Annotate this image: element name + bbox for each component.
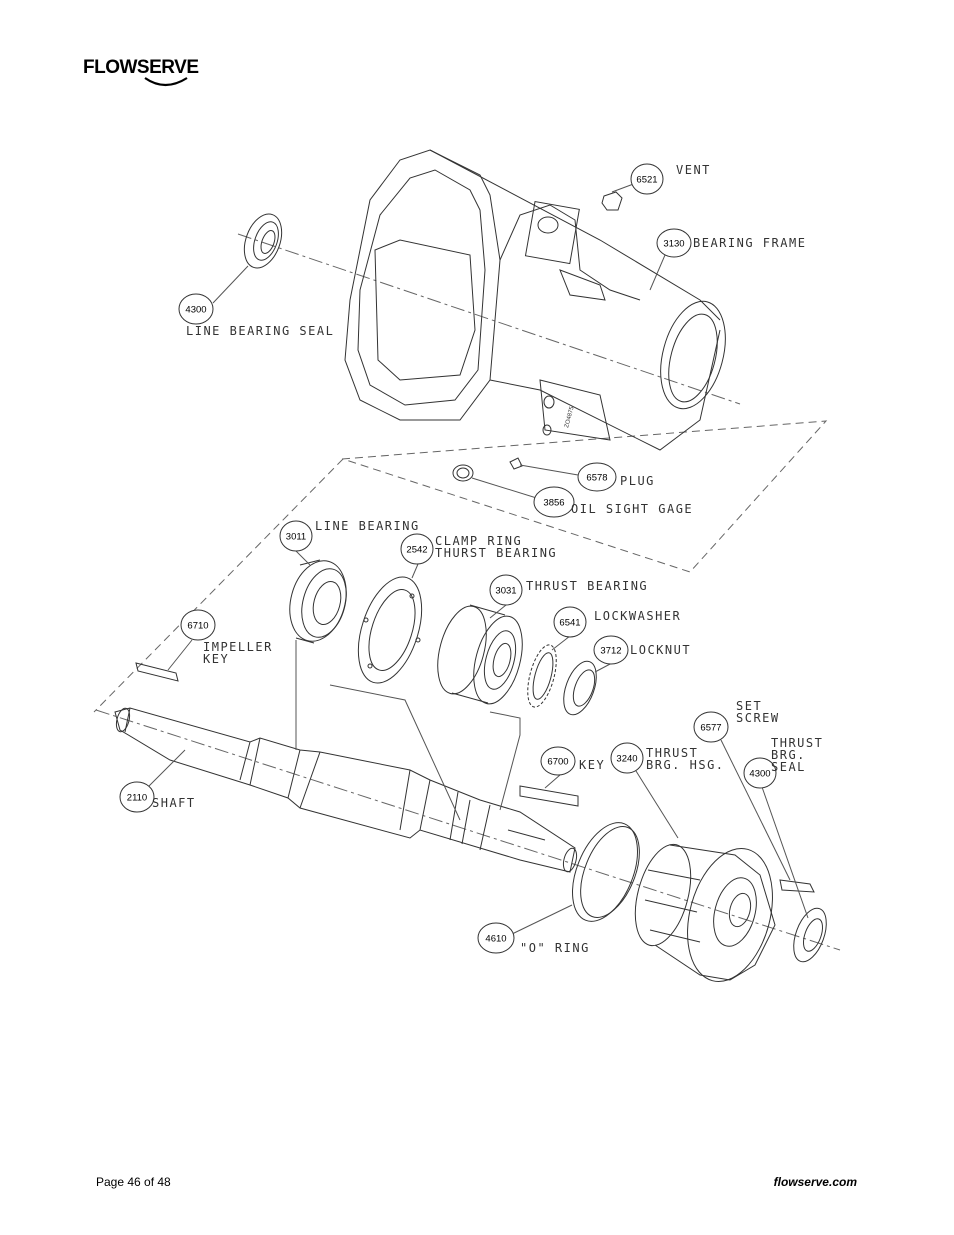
callout-bubble: [743, 757, 777, 789]
part-label: LINE BEARING SEAL: [186, 324, 334, 338]
callout-2110: 2110 SHAFT: [119, 781, 196, 813]
part-number: 6578: [586, 473, 607, 484]
callout-bubble: [489, 574, 523, 606]
thrust-bearing-housing-part: [634, 843, 776, 982]
callout-bubble: [119, 781, 155, 813]
callout-3712: 3712 LOCKNUT: [593, 635, 691, 665]
callout-6578: 6578 PLUG: [577, 462, 655, 492]
part-label: IMPELLER: [203, 640, 273, 654]
oil-sight-gage-part: [452, 464, 474, 482]
part-label: SCREW: [736, 711, 780, 725]
line-bearing-part: [289, 559, 347, 644]
part-label: SEAL: [771, 760, 806, 774]
part-number: 2542: [406, 545, 427, 556]
callout-3031: 3031 THRUST BEARING: [489, 574, 648, 606]
impeller-key-part: [135, 662, 179, 682]
callout-bubble: [693, 711, 729, 743]
part-label: THURST BEARING: [435, 546, 557, 560]
callout-bubble: [577, 462, 617, 492]
callout-bubble: [593, 635, 629, 665]
callout-bubble: [279, 520, 313, 552]
set-screw-part: [779, 879, 815, 893]
thrust-bearing-seal-part: [793, 907, 827, 963]
part-label: LOCKNUT: [630, 643, 691, 657]
part-label: BRG.: [771, 748, 806, 762]
callout-6541: 6541 LOCKWASHER: [553, 606, 681, 638]
callout-bubble: [180, 609, 216, 641]
logo-swoosh-icon: [144, 77, 188, 87]
callout-bubble: [630, 163, 664, 195]
part-label: CLAMP RING: [435, 534, 522, 548]
callout-bubble: [477, 922, 515, 954]
callout-bubble: [553, 606, 587, 638]
part-number: 3856: [543, 498, 564, 509]
callout-bubble: [533, 486, 575, 518]
part-label: VENT: [676, 163, 711, 177]
part-label: SET: [736, 699, 762, 713]
callout-3011: 3011 LINE BEARING: [279, 519, 420, 552]
part-label: THRUST BEARING: [526, 579, 648, 593]
part-number: 6521: [636, 175, 657, 186]
part-number: 3240: [616, 754, 637, 765]
part-number: 4300: [749, 769, 770, 780]
part-number: 4610: [485, 934, 506, 945]
brand-name: FLOWSERVE: [83, 57, 199, 78]
callout-bubble: [540, 746, 576, 776]
o-ring-part: [572, 822, 640, 922]
website: flowserve.com: [773, 1175, 857, 1189]
clamp-ring-part: [357, 576, 423, 684]
part-number: 4300: [185, 305, 206, 316]
part-label: KEY: [203, 652, 229, 666]
part-label: BEARING FRAME: [693, 236, 806, 250]
callout-bubble: [178, 293, 214, 325]
part-number: 3011: [286, 532, 306, 543]
part-number: 6577: [700, 723, 721, 734]
callout-4610: 4610 "O" RING: [477, 922, 590, 955]
callout-6700: 6700 KEY: [540, 746, 605, 776]
page-number: Page 46 of 48: [96, 1175, 171, 1189]
callout-bubble: [656, 228, 692, 258]
locknut-part: [563, 660, 597, 716]
part-label: PLUG: [620, 474, 655, 488]
part-label: LOCKWASHER: [594, 609, 681, 623]
part-number: 3712: [600, 646, 621, 657]
part-label: SHAFT: [152, 796, 196, 810]
part-label: BRG. HSG.: [646, 758, 725, 772]
part-number: 2110: [127, 793, 147, 804]
callout-bubble: [610, 742, 644, 774]
plug-part: [509, 457, 523, 470]
callout-3130: 3130 BEARING FRAME: [656, 228, 806, 258]
shaft-part: [114, 707, 578, 873]
flowserve-logo: FLOWSERVE: [83, 54, 203, 88]
part-number: 3031: [495, 586, 516, 597]
part-label: "O" RING: [520, 941, 590, 955]
line-bearing-seal-part: [243, 213, 283, 269]
part-label: THRUST: [646, 746, 698, 760]
callout-bubble: [400, 533, 434, 565]
part-number: 3130: [663, 239, 684, 250]
casting-mark: ZO4875: [564, 405, 576, 428]
lockwasher-part: [527, 644, 557, 708]
callout-3856: 3856 OIL SIGHT GAGE: [533, 486, 693, 518]
callout-6521: 6521 VENT: [630, 163, 711, 195]
bearing-frame-part: [344, 149, 726, 451]
part-number: 6541: [559, 618, 580, 629]
part-label: LINE BEARING: [315, 519, 420, 533]
part-number: 6700: [547, 757, 568, 768]
vent-part: [601, 191, 623, 211]
part-label: KEY: [579, 758, 605, 772]
key-part: [519, 785, 579, 807]
part-label: THRUST: [771, 736, 823, 750]
part-number: 6710: [187, 621, 208, 632]
thrust-bearing-part: [437, 604, 523, 705]
part-label: OIL SIGHT GAGE: [571, 502, 693, 516]
